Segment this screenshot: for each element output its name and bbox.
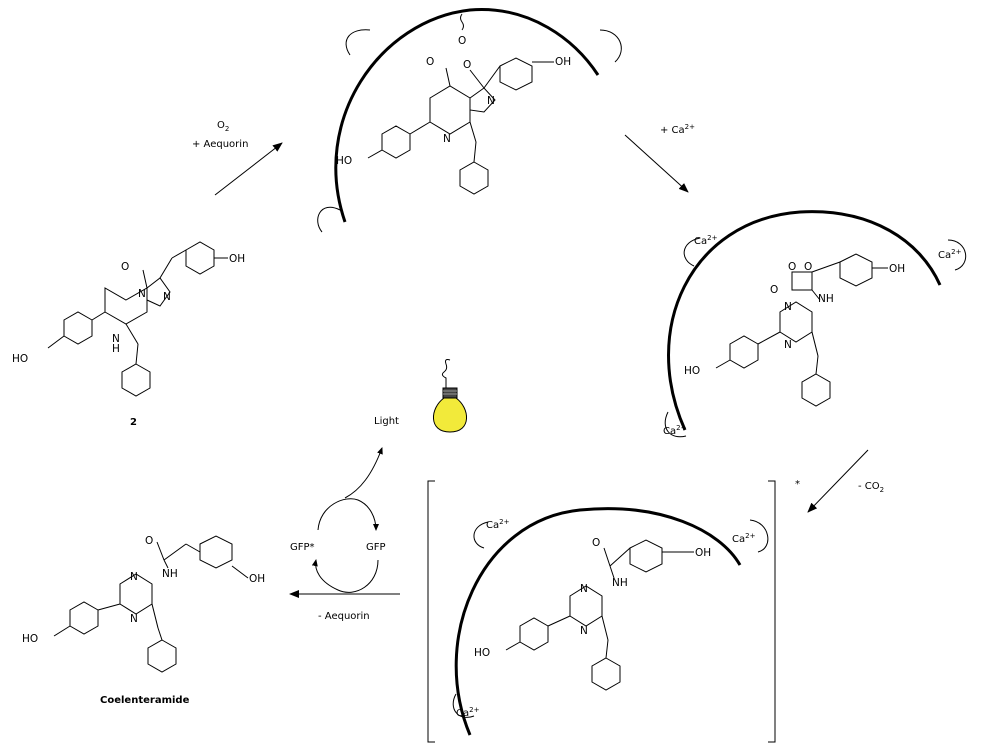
calcium-ion: Ca2+ [456, 706, 480, 719]
atom-h: H [112, 343, 120, 355]
atom-o: O [121, 261, 129, 273]
atom-n: N [138, 288, 146, 300]
atom-ho: HO [22, 633, 38, 645]
atom-n: N [580, 583, 588, 595]
calcium-ion: Ca2+ [694, 234, 718, 247]
reagent-aequorin: + Aequorin [192, 139, 248, 150]
atom-n: N [130, 613, 138, 625]
gfp-label: GFP [366, 542, 386, 553]
excited-coelenteramide-complex: * Ca2+ Ca2+ Ca2+ O OH NH N N HO [427, 479, 800, 743]
atom-nh: NH [612, 577, 628, 589]
reagent-calcium: + Ca2+ [660, 123, 695, 136]
gfp-cycle: GFP* GFP Light [290, 416, 399, 593]
atom-n: N [443, 133, 451, 145]
atom-n: N [784, 301, 792, 313]
atom-o: O [145, 535, 153, 547]
atom-nh: NH [818, 293, 834, 305]
atom-n: N [130, 571, 138, 583]
atom-ho: HO [474, 647, 490, 659]
atom-ho: HO [336, 155, 352, 167]
atom-n: N [784, 339, 792, 351]
atom-o: O [770, 284, 778, 296]
calcium-ion: Ca2+ [663, 424, 687, 437]
calcium-ion: Ca2+ [486, 518, 510, 531]
atom-o: O [458, 35, 466, 47]
arrow-oxygenation [214, 142, 283, 196]
atom-o: O [426, 56, 434, 68]
calcium-ion: Ca2+ [732, 532, 756, 545]
atom-nh: NH [162, 568, 178, 580]
atom-o: O [804, 261, 812, 273]
atom-oh: OH [555, 56, 571, 68]
atom-ho: HO [12, 353, 28, 365]
atom-oh: OH [695, 547, 711, 559]
atom-n: N [487, 95, 495, 107]
atom-o: O [463, 59, 471, 71]
aequorin-protein-arc [667, 210, 942, 431]
calcium-ion: Ca2+ [938, 248, 962, 261]
gfp-excited-label: GFP* [290, 542, 315, 553]
atom-o: O [788, 261, 796, 273]
atom-oh: OH [249, 573, 265, 585]
light-label: Light [374, 416, 399, 427]
atom-ho: HO [684, 365, 700, 377]
arrow-decarboxylation [807, 449, 869, 513]
excited-state-mark: * [795, 479, 800, 490]
reagent-aequorin-release: - Aequorin [318, 611, 370, 622]
coelenteramide-label: Coelenteramide [100, 695, 190, 706]
reagent-co2: - CO2 [858, 481, 884, 494]
atom-n: N [112, 333, 120, 345]
aequorin-protein-arc [454, 507, 742, 736]
atom-oh: OH [889, 263, 905, 275]
lightbulb-icon [433, 359, 467, 433]
atom-o: O [592, 537, 600, 549]
compound-2-label: 2 [130, 417, 137, 428]
atom-oh: OH [229, 253, 245, 265]
atom-n: N [580, 625, 588, 637]
compound-2-structure: O OH N N N H HO 2 [12, 241, 245, 428]
reagent-o2: O2 [217, 120, 229, 133]
coelenteramide-structure: O OH NH N N HO Coelenteramide [22, 535, 265, 706]
aequorin-dioxetanone-complex: Ca2+ Ca2+ Ca2+ O O O OH NH N N HO [663, 210, 967, 438]
arrow-calcium-binding [624, 134, 689, 193]
atom-n: N [163, 291, 171, 303]
aequorin-protein-arc [334, 8, 600, 223]
aequorin-peroxide-complex: O O O OH N N HO [317, 8, 622, 233]
